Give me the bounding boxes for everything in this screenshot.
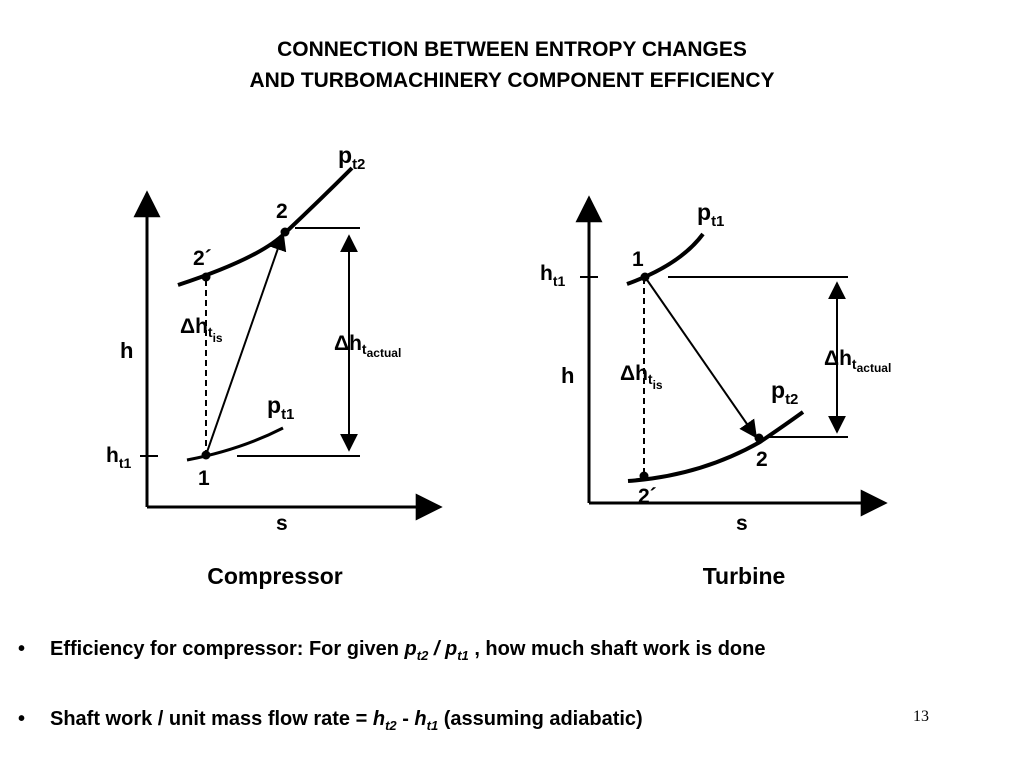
compressor-diagram: pt2 pt1 2 2´ 1 s h ht1 Δhtis Δhtactual — [106, 142, 443, 535]
compressor-label-pt1: pt1 — [267, 392, 294, 423]
turbine-point-1-dot — [640, 272, 650, 282]
turbine-dh-is-label: Δhtis — [620, 362, 663, 392]
bullet-2-ht1: ht1 — [414, 708, 439, 733]
compressor-point-2-dot — [280, 227, 290, 237]
bullet-2-minus: - — [396, 708, 415, 730]
turbine-process-arrow — [644, 276, 758, 439]
bullet-1-pt2: pt2 — [404, 638, 429, 663]
compressor-dh-actual-label: Δhtactual — [334, 332, 401, 360]
slide-title: CONNECTION BETWEEN ENTROPY CHANGES AND T… — [0, 34, 1024, 96]
turbine-label-pt1: pt1 — [697, 199, 724, 230]
compressor-point-2s-dot — [201, 272, 211, 282]
bullet-marker: • — [18, 708, 26, 730]
turbine-caption: Turbine — [702, 563, 786, 589]
turbine-point-2-dot — [754, 433, 764, 443]
compressor-label-point-2s: 2´ — [193, 247, 212, 270]
slide-number: 13 — [913, 708, 929, 725]
bullet-2-rest: (assuming adiabatic) — [438, 708, 643, 730]
turbine-label-point-1: 1 — [632, 248, 644, 271]
title-line-1: CONNECTION BETWEEN ENTROPY CHANGES — [277, 38, 747, 61]
bullet-1-slash: / — [428, 638, 445, 660]
turbine-isobar-pt1 — [626, 232, 705, 286]
bullet-1-text: Efficiency for compressor: For given — [50, 638, 405, 660]
title-line-2: AND TURBOMACHINERY COMPONENT EFFICIENCY — [249, 69, 775, 92]
compressor-h-tick-label: ht1 — [106, 444, 131, 471]
bullet-marker: • — [18, 638, 26, 660]
bullet-compressor-efficiency: • Efficiency for compressor: For given pt… — [18, 638, 765, 663]
compressor-label-pt2: pt2 — [338, 142, 365, 173]
turbine-diagram: pt1 pt2 1 2 2´ s h ht1 Δhtis Δhtactual — [540, 195, 891, 535]
turbine-h-tick-label: ht1 — [540, 262, 565, 289]
turbine-label-point-2s: 2´ — [638, 485, 657, 508]
compressor-point-1-dot — [201, 450, 211, 460]
turbine-dh-actual-label: Δhtactual — [824, 347, 891, 375]
turbine-isobar-pt2 — [627, 410, 805, 483]
compressor-process-arrow — [205, 232, 287, 456]
turbine-axis-y-label: h — [561, 363, 574, 388]
bullet-2-text: Shaft work / unit mass flow rate = — [50, 708, 373, 730]
compressor-axis-x-label: s — [276, 512, 288, 535]
turbine-label-point-2: 2 — [756, 448, 768, 471]
turbine-point-2s-dot — [639, 471, 649, 481]
turbine-label-pt2: pt2 — [771, 377, 798, 408]
compressor-label-point-1: 1 — [198, 467, 210, 490]
compressor-label-point-2: 2 — [276, 200, 288, 223]
bullet-shaft-work: •Shaft work / unit mass flow rate = ht2 … — [18, 708, 643, 733]
compressor-caption: Compressor — [207, 563, 343, 589]
bullet-1-pt1: pt1 — [444, 638, 469, 663]
compressor-isobar-pt1 — [186, 426, 284, 462]
compressor-axis-y-label: h — [120, 338, 133, 363]
h-s-diagrams: pt2 pt1 2 2´ 1 s h ht1 Δhtis Δhtactual — [106, 142, 891, 535]
bullet-1-rest: , how much shaft work is done — [468, 638, 766, 660]
bullet-2-ht2: ht2 — [372, 708, 397, 733]
turbine-axis-x-label: s — [736, 512, 748, 535]
compressor-dh-is-label: Δhtis — [180, 315, 223, 345]
